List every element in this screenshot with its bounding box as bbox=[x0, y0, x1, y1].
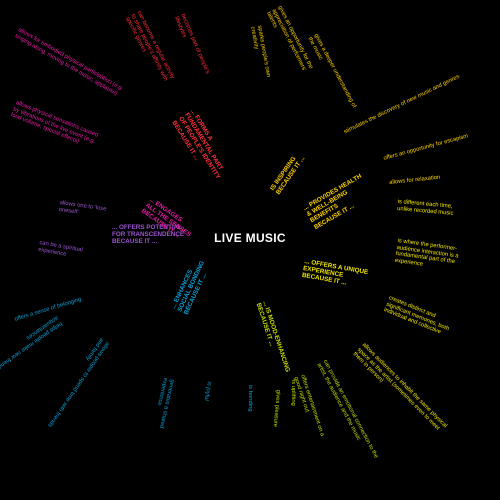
reason-text: can be a spiritual experience bbox=[37, 240, 84, 258]
reason-text: offers an opportunity for escapism bbox=[383, 133, 469, 162]
reason-text: is bonding bbox=[247, 385, 253, 412]
reason-text: allows for embodied physical participati… bbox=[13, 27, 125, 97]
category-label: IS INSPIRING BECAUSE IT ... bbox=[269, 155, 307, 197]
reason-text: sparks people's own creativity bbox=[249, 25, 272, 78]
reason-text: can become a regular activity to share p… bbox=[123, 10, 176, 82]
reason-text: gives pleasure bbox=[271, 389, 281, 428]
category-label: ... ENHANCES SOCIAL BONDING BECAUSE IT .… bbox=[170, 260, 209, 317]
reason-text: allows for relaxation bbox=[389, 174, 441, 186]
reason-text: generates a shared experience bbox=[156, 377, 175, 429]
reason-text: stimulates the discovery of new music an… bbox=[343, 73, 461, 136]
reason-text: is where the performer- audience interac… bbox=[394, 238, 459, 268]
center-label: LIVE MUSIC bbox=[214, 231, 286, 245]
reason-text: helps people make new friends and acquai… bbox=[0, 314, 63, 371]
reason-text: allows one to 'lose oneself' bbox=[58, 200, 107, 216]
category-label: ... OFFERS POTENTIAL FOR TRANSCENDENCE B… bbox=[112, 224, 185, 246]
category-label: ... IS MOOD-ENHANCING BECAUSE IT ... bbox=[254, 300, 292, 374]
reason-text: allows audiences to inhabit the same phy… bbox=[351, 342, 448, 432]
category-label: ... PROVIDES HEALTH & WELL-BEING BENEFIT… bbox=[302, 172, 363, 231]
reason-text: allows physical sensations caused by vib… bbox=[9, 100, 99, 146]
category-label: ... OFFERS A UNIQUE EXPERIENCE BECAUSE I… bbox=[301, 258, 369, 287]
reason-text: is joyful bbox=[202, 380, 212, 402]
category-label: ... FORMS A FUNDAMENTAL PART OF PEOPLE'S… bbox=[170, 108, 224, 181]
reason-text: gives a deeper understanding of the musi… bbox=[306, 33, 357, 109]
reason-text: creates distinct and significant memorie… bbox=[382, 295, 450, 336]
reason-text: offers entertainment on a good night out bbox=[292, 374, 325, 438]
reason-text: becomes part of people's lifestyles bbox=[173, 13, 211, 75]
reason-text: allows people to spend time with friends… bbox=[46, 336, 110, 428]
reason-text: is different each time, unlike recorded … bbox=[396, 199, 454, 217]
reason-text: is uplifting bbox=[290, 380, 296, 406]
